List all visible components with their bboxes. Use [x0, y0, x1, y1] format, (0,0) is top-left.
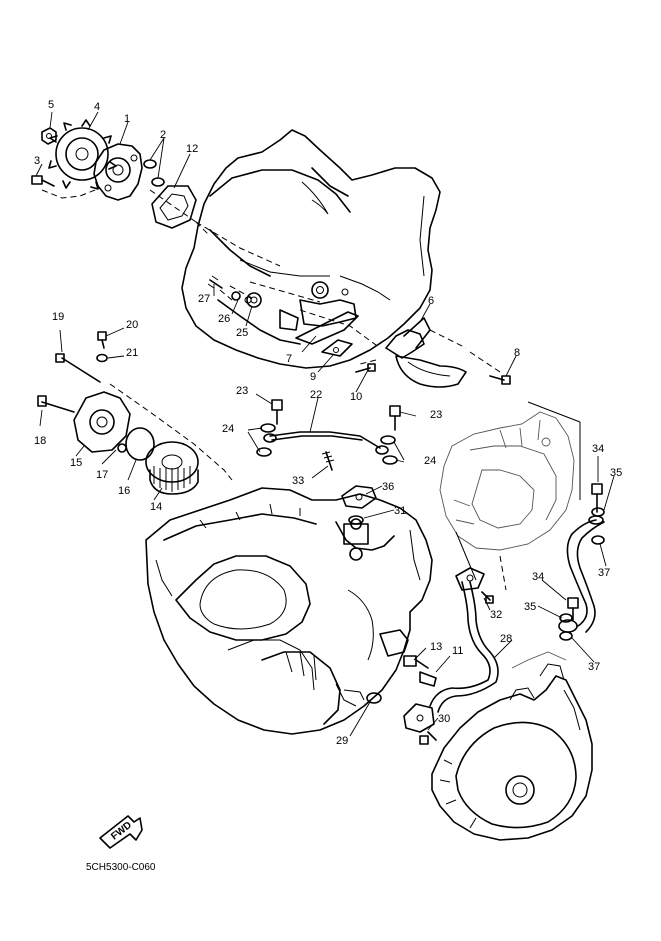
fwd-arrow: FWD [99, 815, 143, 849]
plate-bolt [355, 363, 376, 373]
label-23-left: 23 [236, 385, 248, 397]
label-19: 19 [52, 311, 64, 323]
label-14: 14 [150, 501, 162, 513]
seal-31 [348, 515, 364, 525]
label-23-right: 23 [430, 409, 442, 421]
oil-filter-element [145, 441, 199, 495]
oil-jet-bolt [321, 451, 335, 471]
oil-passage-cap [341, 485, 377, 509]
label-16: 16 [118, 485, 130, 497]
label-3: 3 [34, 155, 40, 167]
label-30: 30 [438, 713, 450, 725]
assembly-frame-lines [455, 401, 581, 591]
oil-pump-gasket [151, 185, 197, 229]
label-31: 31 [394, 505, 406, 517]
assembly-dash-lines-upper [41, 187, 501, 373]
bracket [295, 311, 359, 345]
label-15: 15 [70, 457, 82, 469]
label-34-top: 34 [592, 443, 604, 455]
label-22: 22 [310, 389, 322, 401]
label-7: 7 [286, 353, 292, 365]
seal-29 [366, 692, 382, 704]
filter-cover-bolt [37, 395, 75, 413]
label-37-bottom: 37 [588, 661, 600, 673]
filter-o-ring [125, 427, 155, 461]
label-24-left: 24 [222, 423, 234, 435]
label-35-top: 35 [610, 467, 622, 479]
label-20: 20 [126, 319, 138, 331]
label-35-bottom: 35 [524, 601, 536, 613]
label-11: 11 [452, 645, 463, 657]
dowel-pins [143, 159, 165, 187]
label-13: 13 [430, 641, 442, 653]
label-6: 6 [428, 295, 434, 307]
label-25: 25 [236, 327, 248, 339]
label-1: 1 [124, 113, 130, 125]
o-ring-small [231, 291, 241, 301]
oil-strainer [385, 317, 467, 388]
gaskets-35-37 [559, 507, 605, 641]
screw [31, 175, 55, 187]
small-o-ring [117, 443, 127, 453]
hose-union-bolt-bottom [567, 597, 579, 621]
label-28: 28 [500, 633, 512, 645]
crank-bolt [207, 275, 223, 289]
hose-bolt [419, 591, 494, 745]
oil-delivery-pipe [263, 431, 389, 455]
upper-crankcase-cover [181, 129, 441, 369]
lower-crankcase [145, 487, 433, 735]
diagram-reference-code: 5CH5300-C060 [86, 862, 156, 873]
label-27: 27 [198, 293, 210, 305]
part-labels: 1 2 3 4 5 6 7 8 9 10 11 12 13 14 15 16 1… [34, 99, 622, 747]
label-18: 18 [34, 435, 46, 447]
label-26: 26 [218, 313, 230, 325]
oil-hose [403, 567, 499, 733]
label-4: 4 [94, 101, 100, 113]
label-37-top: 37 [598, 567, 610, 579]
label-34-bottom: 34 [532, 571, 544, 583]
drain-plug [403, 655, 437, 687]
label-36: 36 [382, 481, 394, 493]
nut [41, 127, 57, 145]
label-9: 9 [310, 371, 316, 383]
label-17: 17 [96, 469, 108, 481]
label-2: 2 [160, 129, 166, 141]
label-8: 8 [514, 347, 520, 359]
label-10: 10 [350, 391, 362, 403]
washer [96, 353, 108, 363]
engine-reference-outline [439, 411, 575, 551]
label-21: 21 [126, 347, 138, 359]
copper-washers [256, 423, 398, 465]
filter-bolt-long [55, 353, 101, 383]
label-24-right: 24 [424, 455, 436, 467]
filter-cover [73, 391, 131, 453]
label-29: 29 [336, 735, 348, 747]
strainer-bolt [489, 375, 511, 385]
union-bolts [271, 399, 401, 431]
plate [321, 339, 353, 357]
leader-lines [35, 111, 615, 737]
label-32: 32 [490, 609, 502, 621]
oil-pump-gear [48, 119, 117, 190]
label-33: 33 [292, 475, 304, 487]
generator-cover [431, 651, 593, 841]
oil-pump-body [93, 143, 143, 201]
small-bolt [97, 331, 107, 349]
label-12: 12 [186, 143, 198, 155]
label-5: 5 [48, 99, 54, 111]
hose-union-bolt-top [591, 483, 603, 513]
collar [246, 292, 262, 308]
